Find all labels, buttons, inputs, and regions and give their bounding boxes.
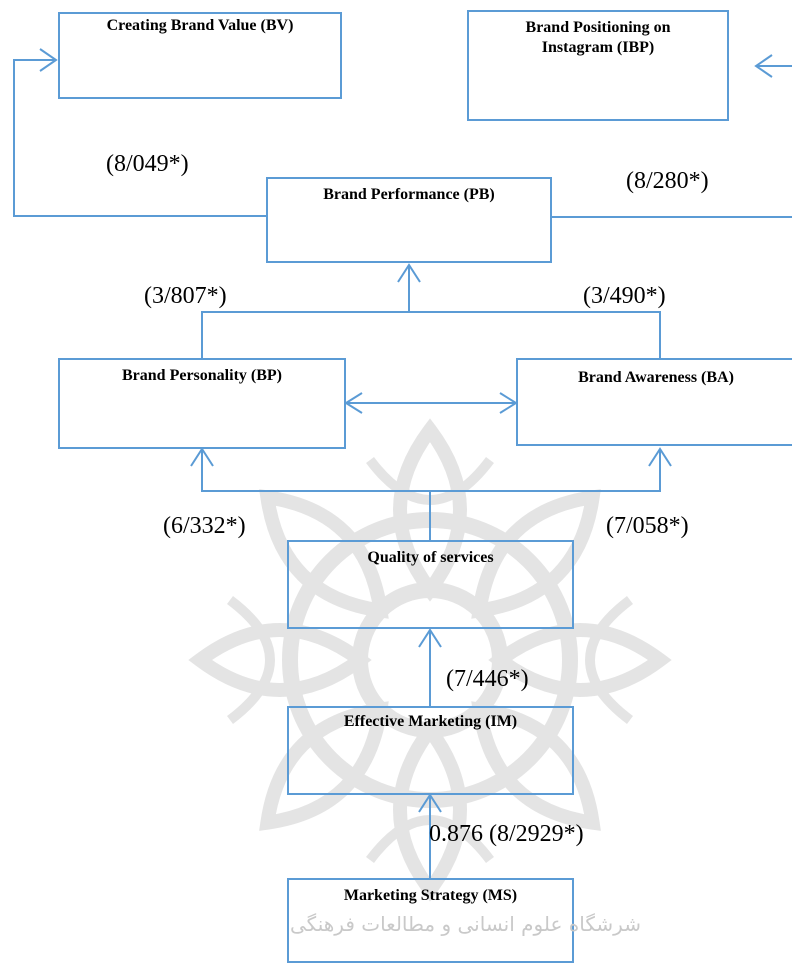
path-label-im-qs: (7/446*) bbox=[446, 666, 529, 692]
node-brand-awareness: Brand Awareness (BA) bbox=[516, 358, 792, 446]
arrowhead-im bbox=[418, 793, 442, 813]
arrowhead-bp bbox=[344, 392, 363, 414]
node-brand-personality: Brand Personality (BP) bbox=[58, 358, 346, 449]
node-quality-of-services: Quality of services bbox=[287, 540, 574, 629]
node-brand-performance: Brand Performance (PB) bbox=[266, 177, 552, 263]
arrowhead-qs bbox=[418, 628, 442, 648]
connector-pb-to-bv bbox=[13, 59, 266, 217]
path-label-bp-pb: (3/807*) bbox=[144, 283, 227, 309]
arrowhead-ba-bottom bbox=[648, 447, 672, 467]
node-label: Brand Performance (PB) bbox=[323, 186, 495, 203]
node-label: Marketing Strategy (MS) bbox=[343, 887, 518, 904]
path-label-ba-pb: (3/490*) bbox=[583, 283, 666, 309]
arrowhead-bp-bottom bbox=[190, 447, 214, 467]
arrowhead-bv bbox=[39, 48, 58, 72]
path-label-ms-im: 0.876 (8/2929*) bbox=[429, 821, 584, 847]
path-label-qs-bp: (6/332*) bbox=[163, 513, 246, 539]
node-label: Creating Brand Value (BV) bbox=[106, 17, 294, 34]
node-label: Effective Marketing (IM) bbox=[343, 713, 518, 730]
node-label: Quality of services bbox=[367, 549, 494, 566]
connector-bp-to-pb bbox=[201, 311, 661, 358]
path-label-pb-bv: (8/049*) bbox=[106, 151, 189, 177]
node-brand-positioning-instagram: Brand Positioning on Instagram (IBP) bbox=[467, 10, 729, 121]
node-label: Brand Positioning on Instagram (IBP) bbox=[525, 19, 671, 56]
path-label-qs-ba: (7/058*) bbox=[606, 513, 689, 539]
node-label: Brand Personality (BP) bbox=[122, 367, 282, 384]
node-label: Brand Awareness (BA) bbox=[578, 369, 734, 386]
watermark-text: شرشگاه علوم انسانی و مطالعات فرهنگی bbox=[290, 912, 641, 936]
connector-qs-to-bp-ba bbox=[201, 449, 661, 492]
path-label-pb-ibp: (8/280*) bbox=[626, 168, 709, 194]
node-effective-marketing: Effective Marketing (IM) bbox=[287, 706, 574, 795]
node-creating-brand-value: Creating Brand Value (BV) bbox=[58, 12, 342, 99]
arrowhead-ibp bbox=[754, 54, 773, 78]
arrowhead-pb bbox=[397, 263, 421, 283]
